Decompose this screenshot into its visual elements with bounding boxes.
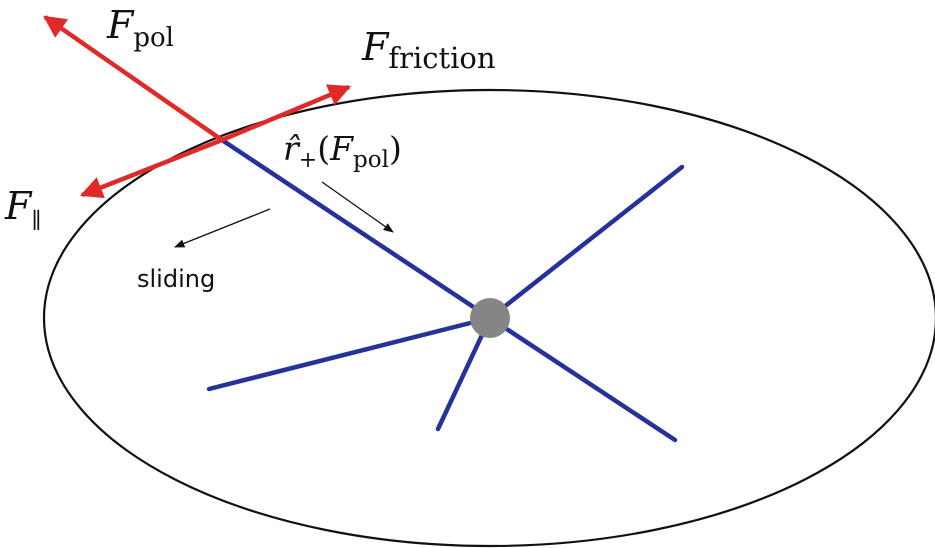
filaments [206, 137, 685, 443]
center-node [470, 298, 510, 338]
filament-upper-right [487, 164, 685, 321]
force-arrows [43, 15, 352, 199]
filament-upper-left [219, 137, 493, 321]
f-parallel-arrow [79, 137, 223, 199]
sliding-direction-arrow [174, 208, 271, 248]
r-plus-label: r̂+(Fpol) [283, 129, 402, 173]
r-plus-direction-arrow [321, 181, 394, 233]
sliding-label: sliding [137, 265, 215, 293]
filament-bottom [435, 315, 493, 432]
filament-lower-right [487, 315, 678, 443]
f-friction-arrow [221, 84, 352, 143]
filament-left [206, 315, 493, 392]
f-friction-label: Ffriction [361, 25, 496, 75]
f-pol-arrow [43, 15, 224, 142]
f-pol-label: Fpol [106, 3, 174, 53]
f-parallel-label: F∥ [4, 184, 42, 234]
surface-ellipse [43, 88, 935, 548]
